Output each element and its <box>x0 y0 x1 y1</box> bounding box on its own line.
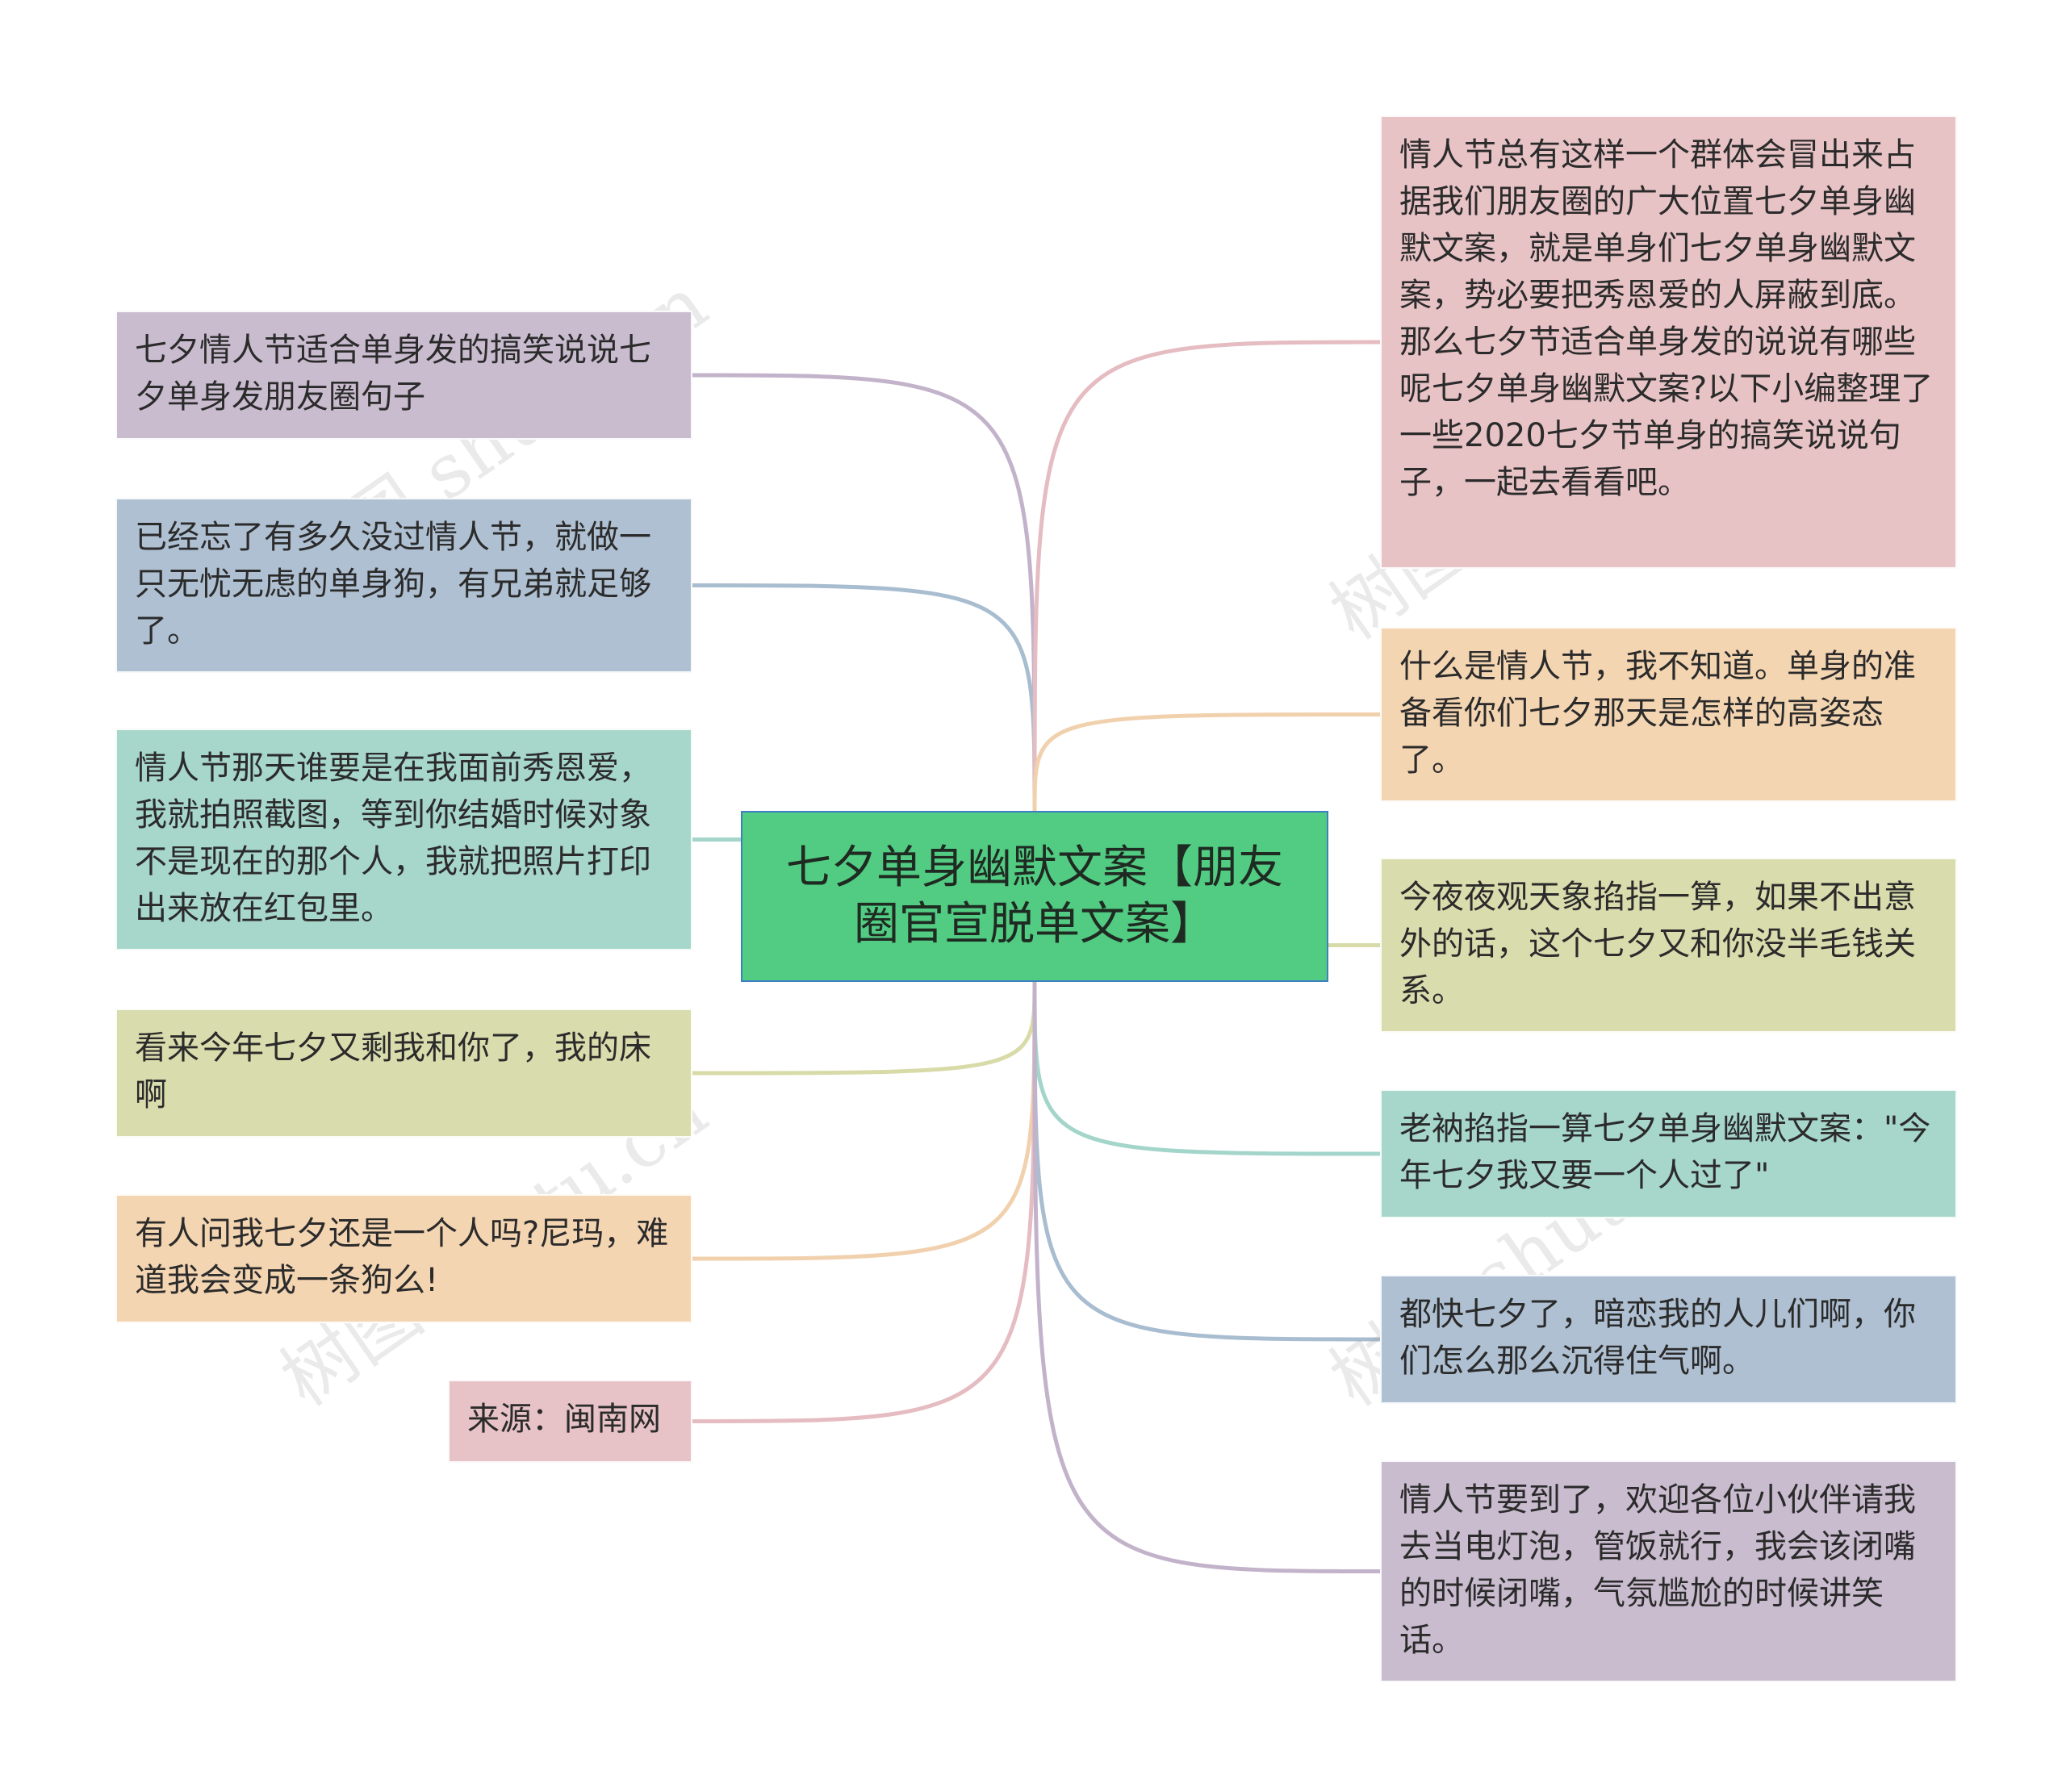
right-node-text: 今夜夜观天象掐指一算，如果不出意外的话，这个七夕又和你没半毛钱关系。 <box>1399 879 1916 1009</box>
left-node[interactable]: 七夕情人节适合单身发的搞笑说说七夕单身发朋友圈句子 <box>115 311 692 440</box>
right-node-text: 情人节要到了，欢迎各位小伙伴请我去当电灯泡，管饭就行，我会该闭嘴的时候闭嘴，气氛… <box>1399 1481 1916 1659</box>
connector-line <box>692 981 1037 1261</box>
left-node[interactable]: 情人节那天谁要是在我面前秀恩爱，我就拍照截图，等到你结婚时候对象不是现在的那个人… <box>115 729 692 950</box>
central-topic[interactable]: 七夕单身幽默文案【朋友圈官宣脱单文案】 <box>741 811 1328 982</box>
right-node[interactable]: 今夜夜观天象掐指一算，如果不出意外的话，这个七夕又和你没半毛钱关系。 <box>1380 858 1957 1033</box>
right-node[interactable]: 都快七夕了，暗恋我的人儿们啊，你们怎么那么沉得住气啊。 <box>1380 1275 1957 1404</box>
right-node[interactable]: 什么是情人节，我不知道。单身的准备看你们七夕那天是怎样的高姿态了。 <box>1380 627 1957 802</box>
left-node[interactable]: 已经忘了有多久没过情人节，就做一只无忧无虑的单身狗，有兄弟就足够了。 <box>115 498 692 673</box>
right-node-text: 情人节总有这样一个群体会冒出来占据我们朋友圈的广大位置七夕单身幽默文案，就是单身… <box>1399 136 1934 501</box>
right-node[interactable]: 情人节总有这样一个群体会冒出来占据我们朋友圈的广大位置七夕单身幽默文案，就是单身… <box>1380 115 1957 569</box>
source-node[interactable]: 来源：闽南网 <box>448 1380 692 1463</box>
left-node-text: 已经忘了有多久没过情人节，就做一只无忧无虑的单身狗，有兄弟就足够了。 <box>135 519 651 650</box>
right-node-text: 都快七夕了，暗恋我的人儿们啊，你们怎么那么沉得住气啊。 <box>1399 1296 1916 1380</box>
connector-line <box>1032 981 1381 1342</box>
source-node-text: 来源：闽南网 <box>467 1401 661 1438</box>
left-node-text: 七夕情人节适合单身发的搞笑说说七夕单身发朋友圈句子 <box>135 332 651 416</box>
right-node[interactable]: 情人节要到了，欢迎各位小伙伴请我去当电灯泡，管饭就行，我会该闭嘴的时候闭嘴，气氛… <box>1380 1460 1957 1682</box>
right-node[interactable]: 老衲掐指一算七夕单身幽默文案："今年七夕我又要一个人过了" <box>1380 1089 1957 1218</box>
central-topic-label: 七夕单身幽默文案【朋友圈官宣脱单文案】 <box>786 842 1283 950</box>
left-node-text: 情人节那天谁要是在我面前秀恩爱，我就拍照截图，等到你结婚时候对象不是现在的那个人… <box>135 750 651 927</box>
connector-line <box>692 981 1037 1076</box>
left-node[interactable]: 看来今年七夕又剩我和你了，我的床啊 <box>115 1009 692 1138</box>
connector-line <box>1032 981 1381 1156</box>
connector-line <box>1032 712 1381 812</box>
left-node[interactable]: 有人问我七夕还是一个人吗?尼玛，难道我会变成一条狗么! <box>115 1194 692 1323</box>
right-node-text: 老衲掐指一算七夕单身幽默文案："今年七夕我又要一个人过了" <box>1399 1110 1931 1194</box>
connector-line <box>692 981 1037 1423</box>
connector-line <box>1032 981 1381 1573</box>
left-node-text: 有人问我七夕还是一个人吗?尼玛，难道我会变成一条狗么! <box>135 1215 669 1299</box>
connector-line <box>692 373 1037 812</box>
connector-line <box>692 583 1037 812</box>
left-node-text: 看来今年七夕又剩我和你了，我的床啊 <box>135 1030 651 1113</box>
connector-line <box>1032 340 1381 812</box>
right-node-text: 什么是情人节，我不知道。单身的准备看你们七夕那天是怎样的高姿态了。 <box>1399 648 1916 779</box>
